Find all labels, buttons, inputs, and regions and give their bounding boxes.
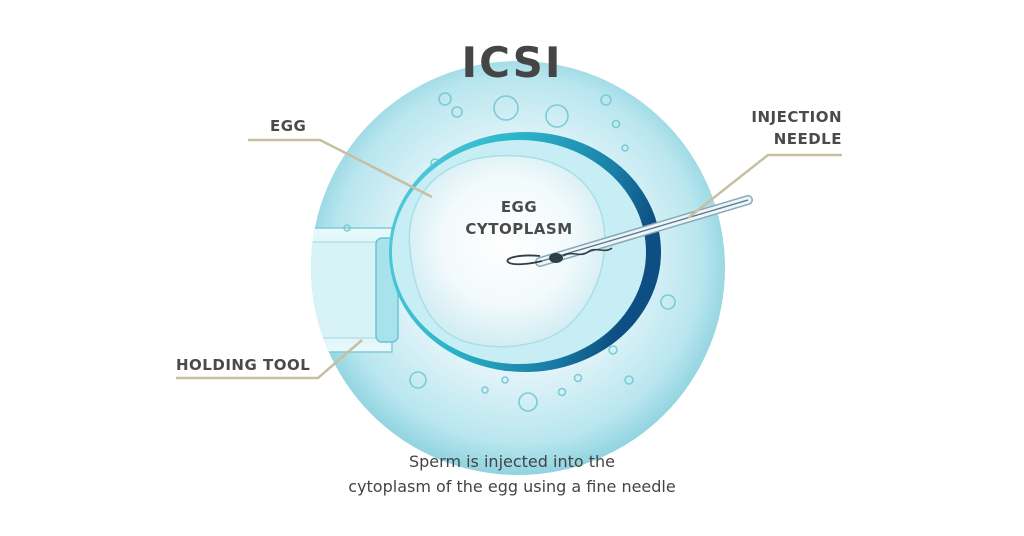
bubble xyxy=(624,375,634,385)
needle-tip xyxy=(506,254,543,266)
bubble xyxy=(611,119,621,129)
bubble xyxy=(573,373,583,383)
injection-needle xyxy=(535,195,753,267)
diagram-caption: Sperm is injected into the cytoplasm of … xyxy=(0,449,1024,499)
diagram-title: ICSI xyxy=(461,38,563,87)
label-egg-cytoplasm-line1: EGG xyxy=(500,198,538,216)
caption-line1: Sperm is injected into the xyxy=(408,452,615,471)
bubble xyxy=(501,376,509,384)
bubble xyxy=(608,345,618,355)
caption-line2: cytoplasm of the egg using a fine needle xyxy=(348,477,676,496)
label-injection-needle-line2: NEEDLE xyxy=(773,130,842,148)
label-injection-needle-line1: INJECTION xyxy=(751,108,842,126)
label-egg-cytoplasm-line2: CYTOPLASM xyxy=(465,220,573,238)
bubble xyxy=(343,224,351,232)
bubble xyxy=(518,392,538,412)
bubble xyxy=(481,386,489,394)
bubble xyxy=(660,294,676,310)
sperm xyxy=(549,247,613,263)
bubble xyxy=(600,94,612,106)
leader-line-egg xyxy=(248,138,433,199)
bubble xyxy=(438,92,452,106)
bubble xyxy=(451,106,463,118)
bubble xyxy=(409,371,427,389)
label-holding-tool: HOLDING TOOL xyxy=(176,356,311,374)
bubble xyxy=(557,387,567,397)
label-injection-needle: INJECTION NEEDLE xyxy=(738,106,842,150)
leader-line-injection-needle xyxy=(687,153,842,219)
leader-line-holding-tool xyxy=(176,339,363,380)
bubble xyxy=(621,144,629,152)
leader-lines xyxy=(176,138,842,380)
bubble xyxy=(493,95,519,121)
bubble xyxy=(545,104,569,128)
label-egg-cytoplasm: EGG CYTOPLASM xyxy=(463,196,575,240)
egg-cytoplasm xyxy=(408,154,606,348)
holding-tool-pipette xyxy=(311,227,399,353)
label-egg: EGG xyxy=(270,117,307,135)
